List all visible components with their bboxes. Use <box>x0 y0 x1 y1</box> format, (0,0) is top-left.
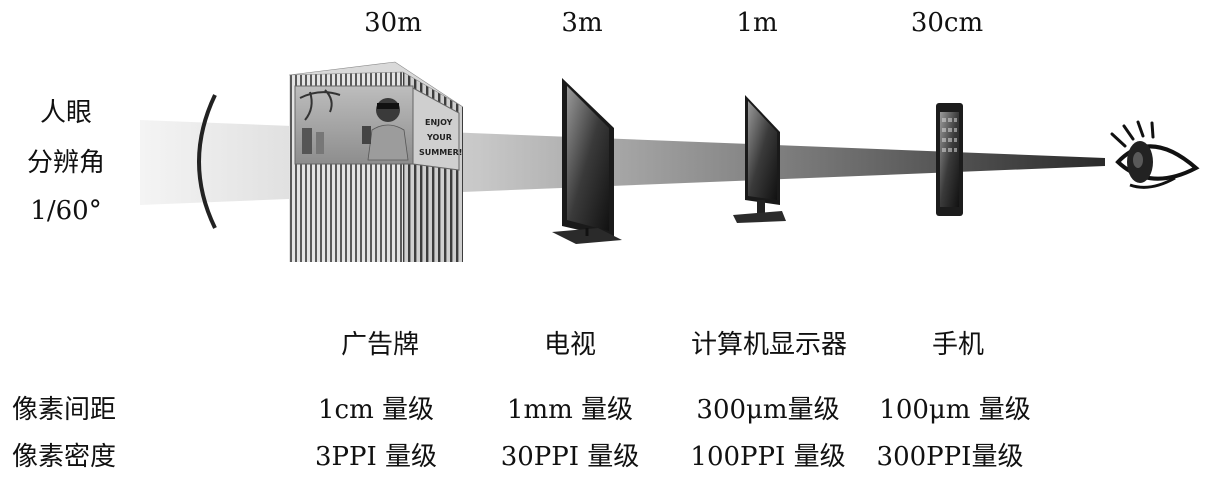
billboard-text-line3: SUMMER! <box>419 148 462 157</box>
viewing-cone-diagram: ENJOY YOUR SUMMER! <box>140 61 1200 262</box>
device-tv: 电视 <box>543 330 597 360</box>
eye-label-line1: 人眼 <box>39 98 93 128</box>
row-label-pixel-density: 像素密度 <box>12 442 117 472</box>
density-tv: 30PPI 量级 <box>500 442 640 472</box>
density-monitor: 100PPI 量级 <box>690 442 846 472</box>
pitch-phone: 100μm 量级 <box>879 395 1031 425</box>
distance-billboard: 30m <box>364 8 422 38</box>
billboard-text-line1: ENJOY <box>425 118 453 127</box>
billboard-building-icon: ENJOY YOUR SUMMER! <box>288 61 464 262</box>
pitch-tv: 1mm 量级 <box>506 395 634 425</box>
device-phone: 手机 <box>931 330 985 360</box>
row-label-pixel-pitch: 像素间距 <box>12 395 117 425</box>
eye-label-line3: 1/60° <box>30 196 102 226</box>
density-billboard: 3PPI 量级 <box>314 442 438 472</box>
device-billboard: 广告牌 <box>340 330 420 360</box>
distance-phone: 30cm <box>910 8 984 38</box>
monitor-icon <box>733 95 786 223</box>
distance-tv: 3m <box>561 8 603 38</box>
device-monitor: 计算机显示器 <box>690 330 848 360</box>
billboard-text-line2: YOUR <box>426 133 452 142</box>
pitch-monitor: 300μm量级 <box>696 395 840 425</box>
angle-arc <box>197 94 217 229</box>
phone-icon <box>936 103 963 216</box>
pitch-billboard: 1cm 量级 <box>317 395 435 425</box>
eye-icon <box>1110 120 1200 189</box>
eye-label-line2: 分辨角 <box>26 148 106 178</box>
tv-icon <box>552 78 622 244</box>
distance-monitor: 1m <box>736 8 778 38</box>
density-phone: 300PPI量级 <box>876 442 1024 472</box>
